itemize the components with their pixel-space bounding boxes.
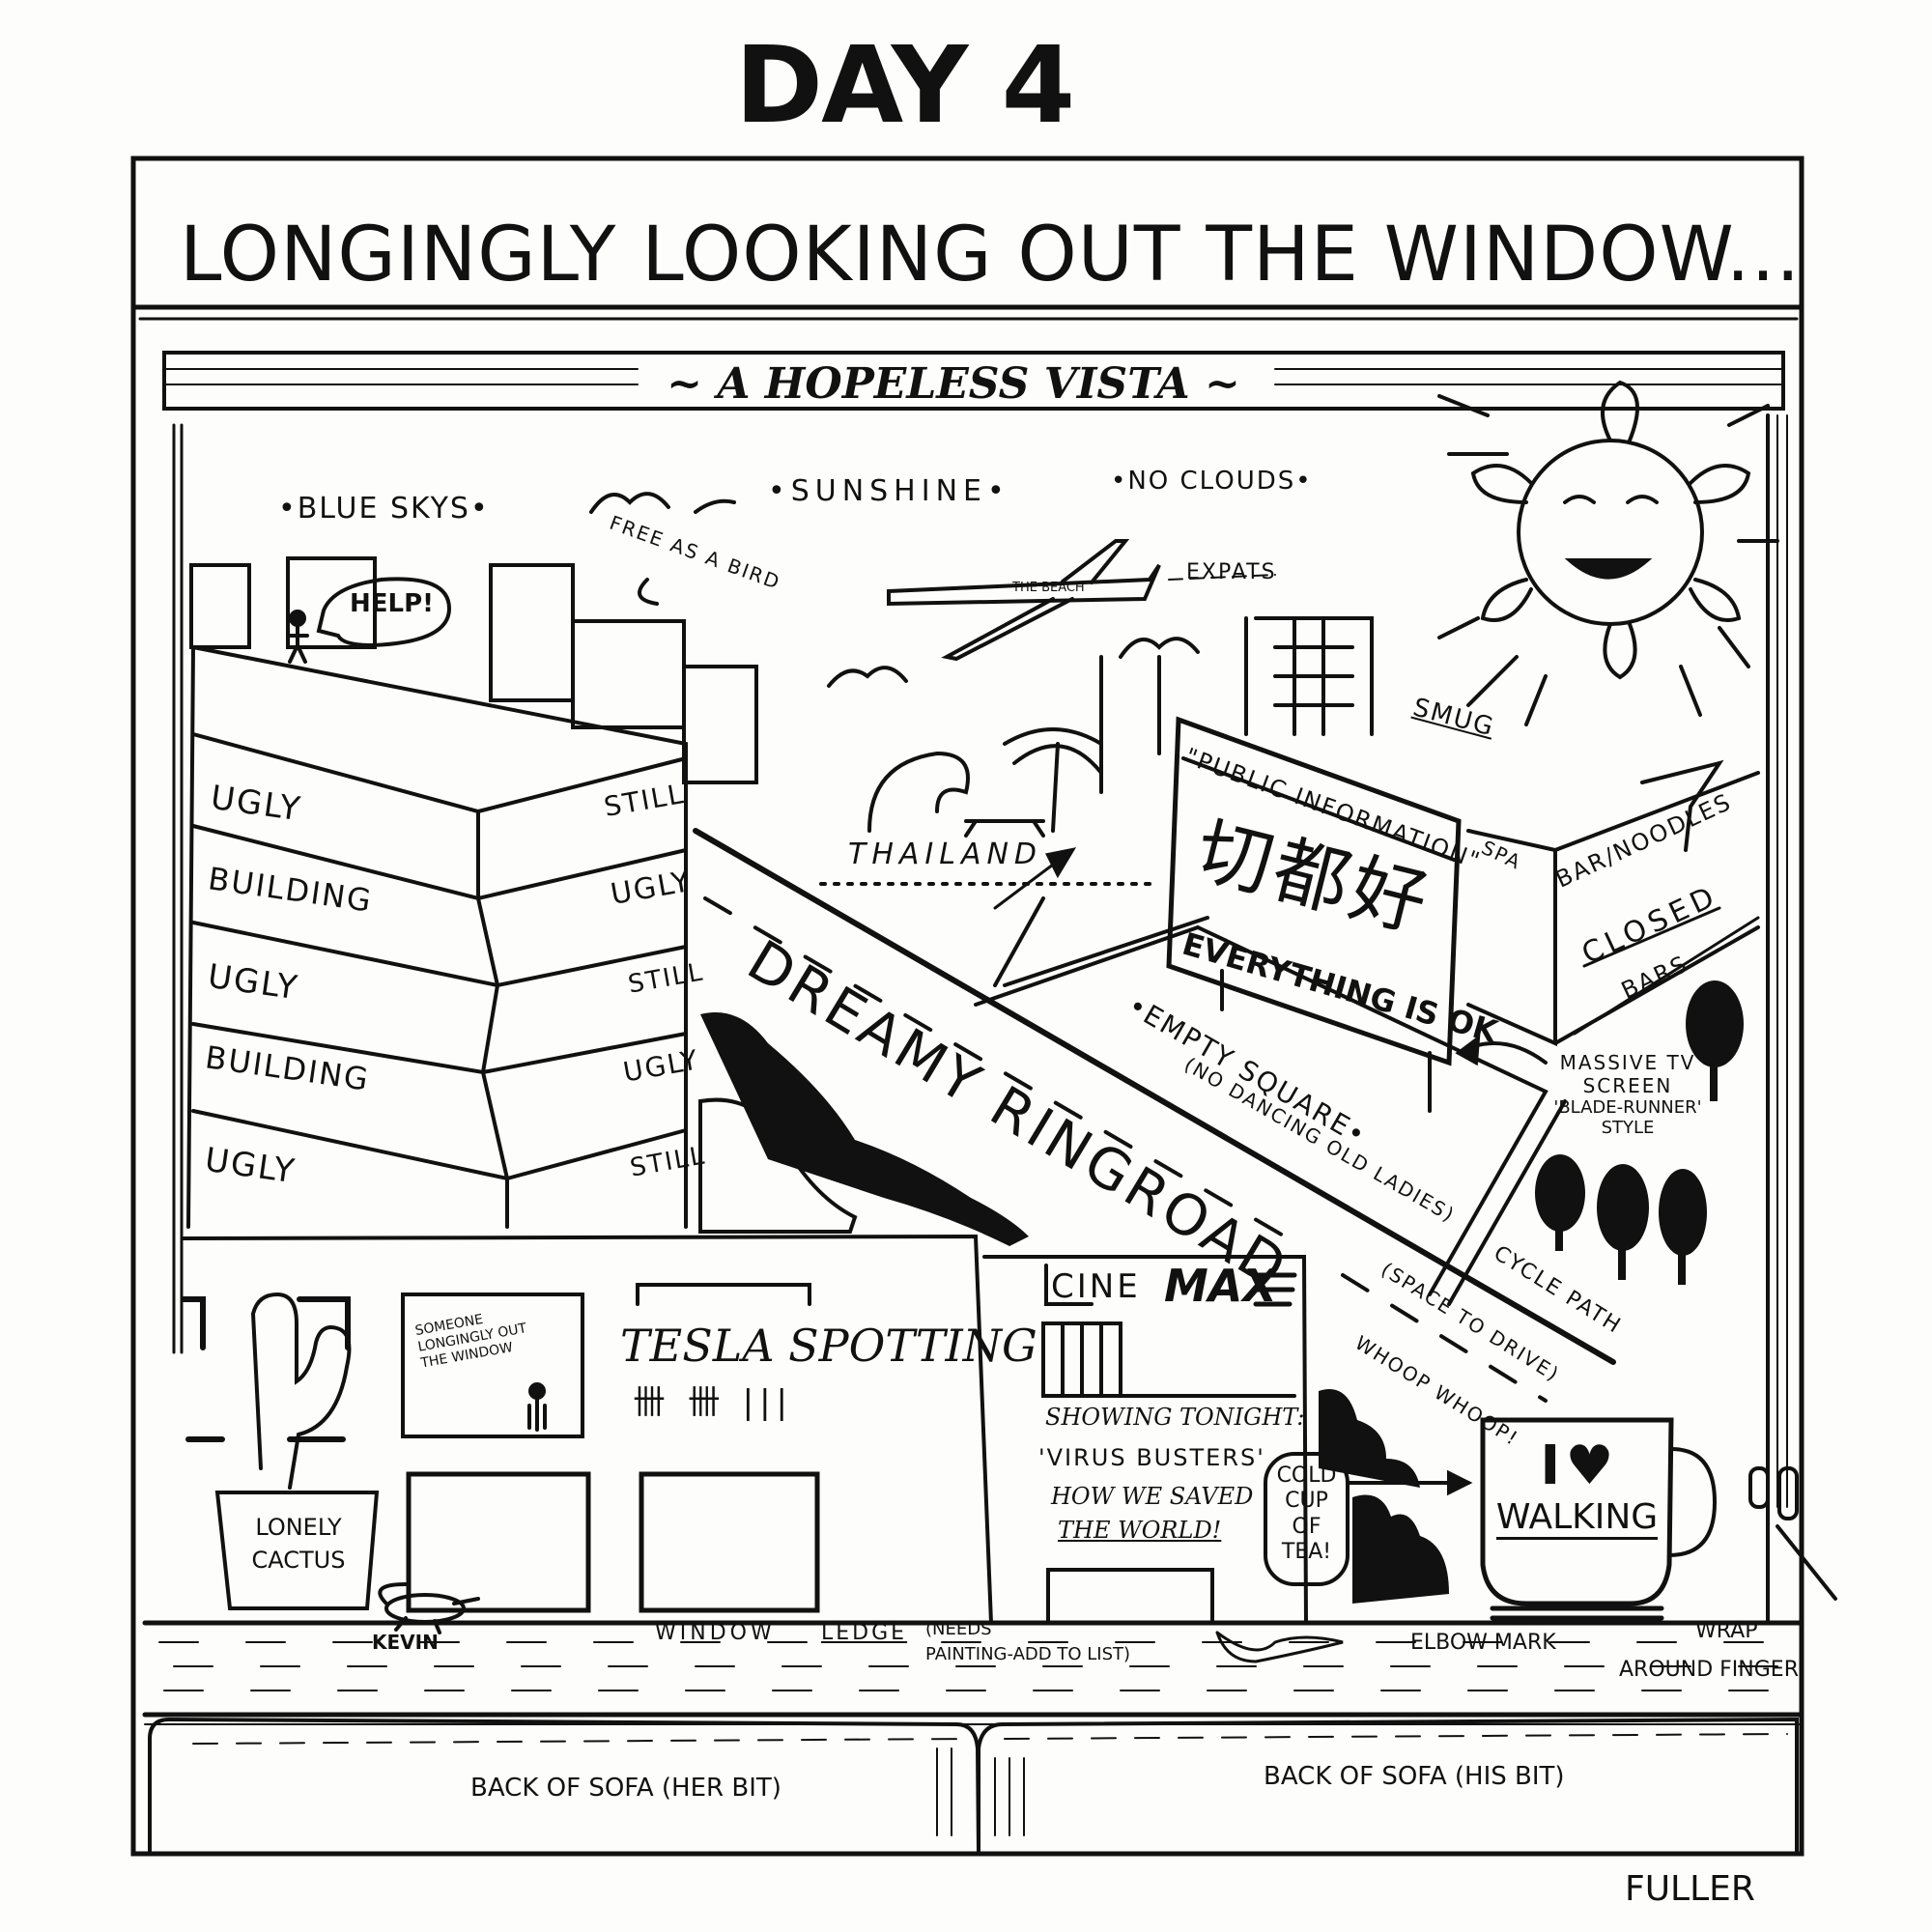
shrubs — [1319, 1389, 1449, 1604]
tesla-spotting-title: TESLA SPOTTING — [620, 1320, 1037, 1372]
tea-speech-bubble — [1264, 1452, 1473, 1586]
ledge-note-2: PAINTING-ADD TO LIST) — [925, 1644, 1131, 1664]
help-speech-bubble — [316, 577, 452, 648]
window-blind — [162, 351, 1788, 1625]
bubble-line: OF — [1292, 1514, 1321, 1539]
billboard-massive-tv-screen — [1166, 716, 1548, 1113]
wrap-label: WRAP — [1695, 1619, 1758, 1643]
elbow-mark-label: ELBOW MARK — [1410, 1631, 1556, 1655]
label-line: LONELY — [255, 1514, 342, 1541]
around-finger-label: AROUND FINGER — [1619, 1658, 1799, 1682]
massive-tv-annotation: MASSIVE TV SCREEN 'BLADE-RUNNER' STYLE — [1546, 1051, 1710, 1138]
wrap-pointer-arrow — [1776, 1524, 1837, 1601]
bar-noodles-building — [1466, 759, 1760, 1047]
kevin-label: KEVIN — [372, 1631, 439, 1654]
office-building — [181, 1234, 993, 1625]
window-label: WINDOW — [655, 1621, 776, 1645]
park-trees — [700, 1012, 1029, 1246]
annotation-line: 'BLADE-RUNNER' — [1553, 1097, 1702, 1118]
bubble-line: CUP — [1285, 1489, 1328, 1514]
smug-sun-icon — [1437, 380, 1779, 726]
bird-icons — [589, 492, 1200, 688]
airplane-icon — [887, 539, 1276, 662]
cinema-name-max: MAX — [1164, 1260, 1277, 1312]
plane-banner-label: THE BEACH — [1012, 581, 1085, 595]
background-buildings — [189, 556, 1374, 794]
bubble-line: COLD — [1276, 1463, 1337, 1488]
stick-figure-icon — [286, 577, 452, 664]
cactus-icon — [214, 1292, 380, 1610]
cactus-pot-label: LONELY CACTUS — [230, 1512, 367, 1577]
ledge-note-1: (NEEDS — [925, 1619, 992, 1639]
label-line: CACTUS — [251, 1546, 346, 1574]
panel-title: LONGINGLY LOOKING OUT THE WINDOW... — [180, 212, 1802, 298]
mug-text: I ♥ WALKING — [1488, 1435, 1666, 1540]
bubble-line: TEA! — [1281, 1540, 1332, 1565]
sofa-his-bit-label: BACK OF SOFA (HIS BIT) — [1264, 1762, 1565, 1791]
showing-tonight: SHOWING TONIGHT: — [1045, 1404, 1305, 1431]
mug-i: I — [1540, 1435, 1561, 1497]
annotation-line: STYLE — [1601, 1118, 1655, 1138]
blue-skys-label: •BLUE SKYS• — [278, 492, 490, 526]
bars-pointer-arrow — [1573, 916, 1760, 1036]
ugly-building — [186, 645, 688, 1229]
smug-pointer-arrow — [1466, 655, 1519, 707]
film-title: 'VIRUS BUSTERS' — [1038, 1444, 1265, 1471]
sofa-her-bit-label: BACK OF SOFA (HER BIT) — [470, 1774, 781, 1803]
page-title: DAY 4 — [734, 23, 1075, 147]
heart-icon: ♥ — [1565, 1435, 1614, 1497]
help-bubble-text: HELP! — [350, 589, 435, 618]
window-ledge — [142, 1620, 1804, 1725]
blind-label: ~ A HOPELESS VISTA ~ — [653, 363, 1254, 406]
no-clouds-label: •NO CLOUDS• — [1111, 467, 1313, 496]
picture-frame-figure-icon — [527, 1382, 547, 1432]
sofa-back — [148, 1717, 1799, 1856]
film-tagline-2: THE WORLD! — [1058, 1517, 1222, 1544]
sunshine-label: •SUNSHINE• — [768, 474, 1010, 508]
thailand-label: THAILAND — [848, 838, 1043, 871]
tea-bubble-text: COLD CUP OF TEA! — [1265, 1463, 1348, 1566]
annotation-line: MASSIVE TV — [1559, 1051, 1696, 1074]
i-love-walking-mug-icon — [1480, 1417, 1718, 1621]
tree-icons — [1535, 980, 1744, 1285]
ringroad — [693, 828, 1616, 1403]
film-tagline-1: HOW WE SAVED — [1051, 1483, 1254, 1510]
outer-frame — [130, 156, 1804, 1857]
expats-label: EXPATS — [1186, 560, 1277, 584]
cinema-name-cine: CINE — [1051, 1267, 1141, 1306]
artist-signature: FULLER — [1625, 1869, 1755, 1909]
blind-cord-pulls-icon — [1748, 1466, 1799, 1520]
mug-walking: WALKING — [1495, 1497, 1659, 1540]
tesla-tally: 卌 卌 ||| — [633, 1383, 793, 1422]
ledge-label: LEDGE — [821, 1621, 908, 1645]
annotation-line: SCREEN — [1582, 1074, 1673, 1097]
park-bushes — [698, 1097, 858, 1234]
wave-and-palm-tree-icon — [819, 727, 1161, 886]
